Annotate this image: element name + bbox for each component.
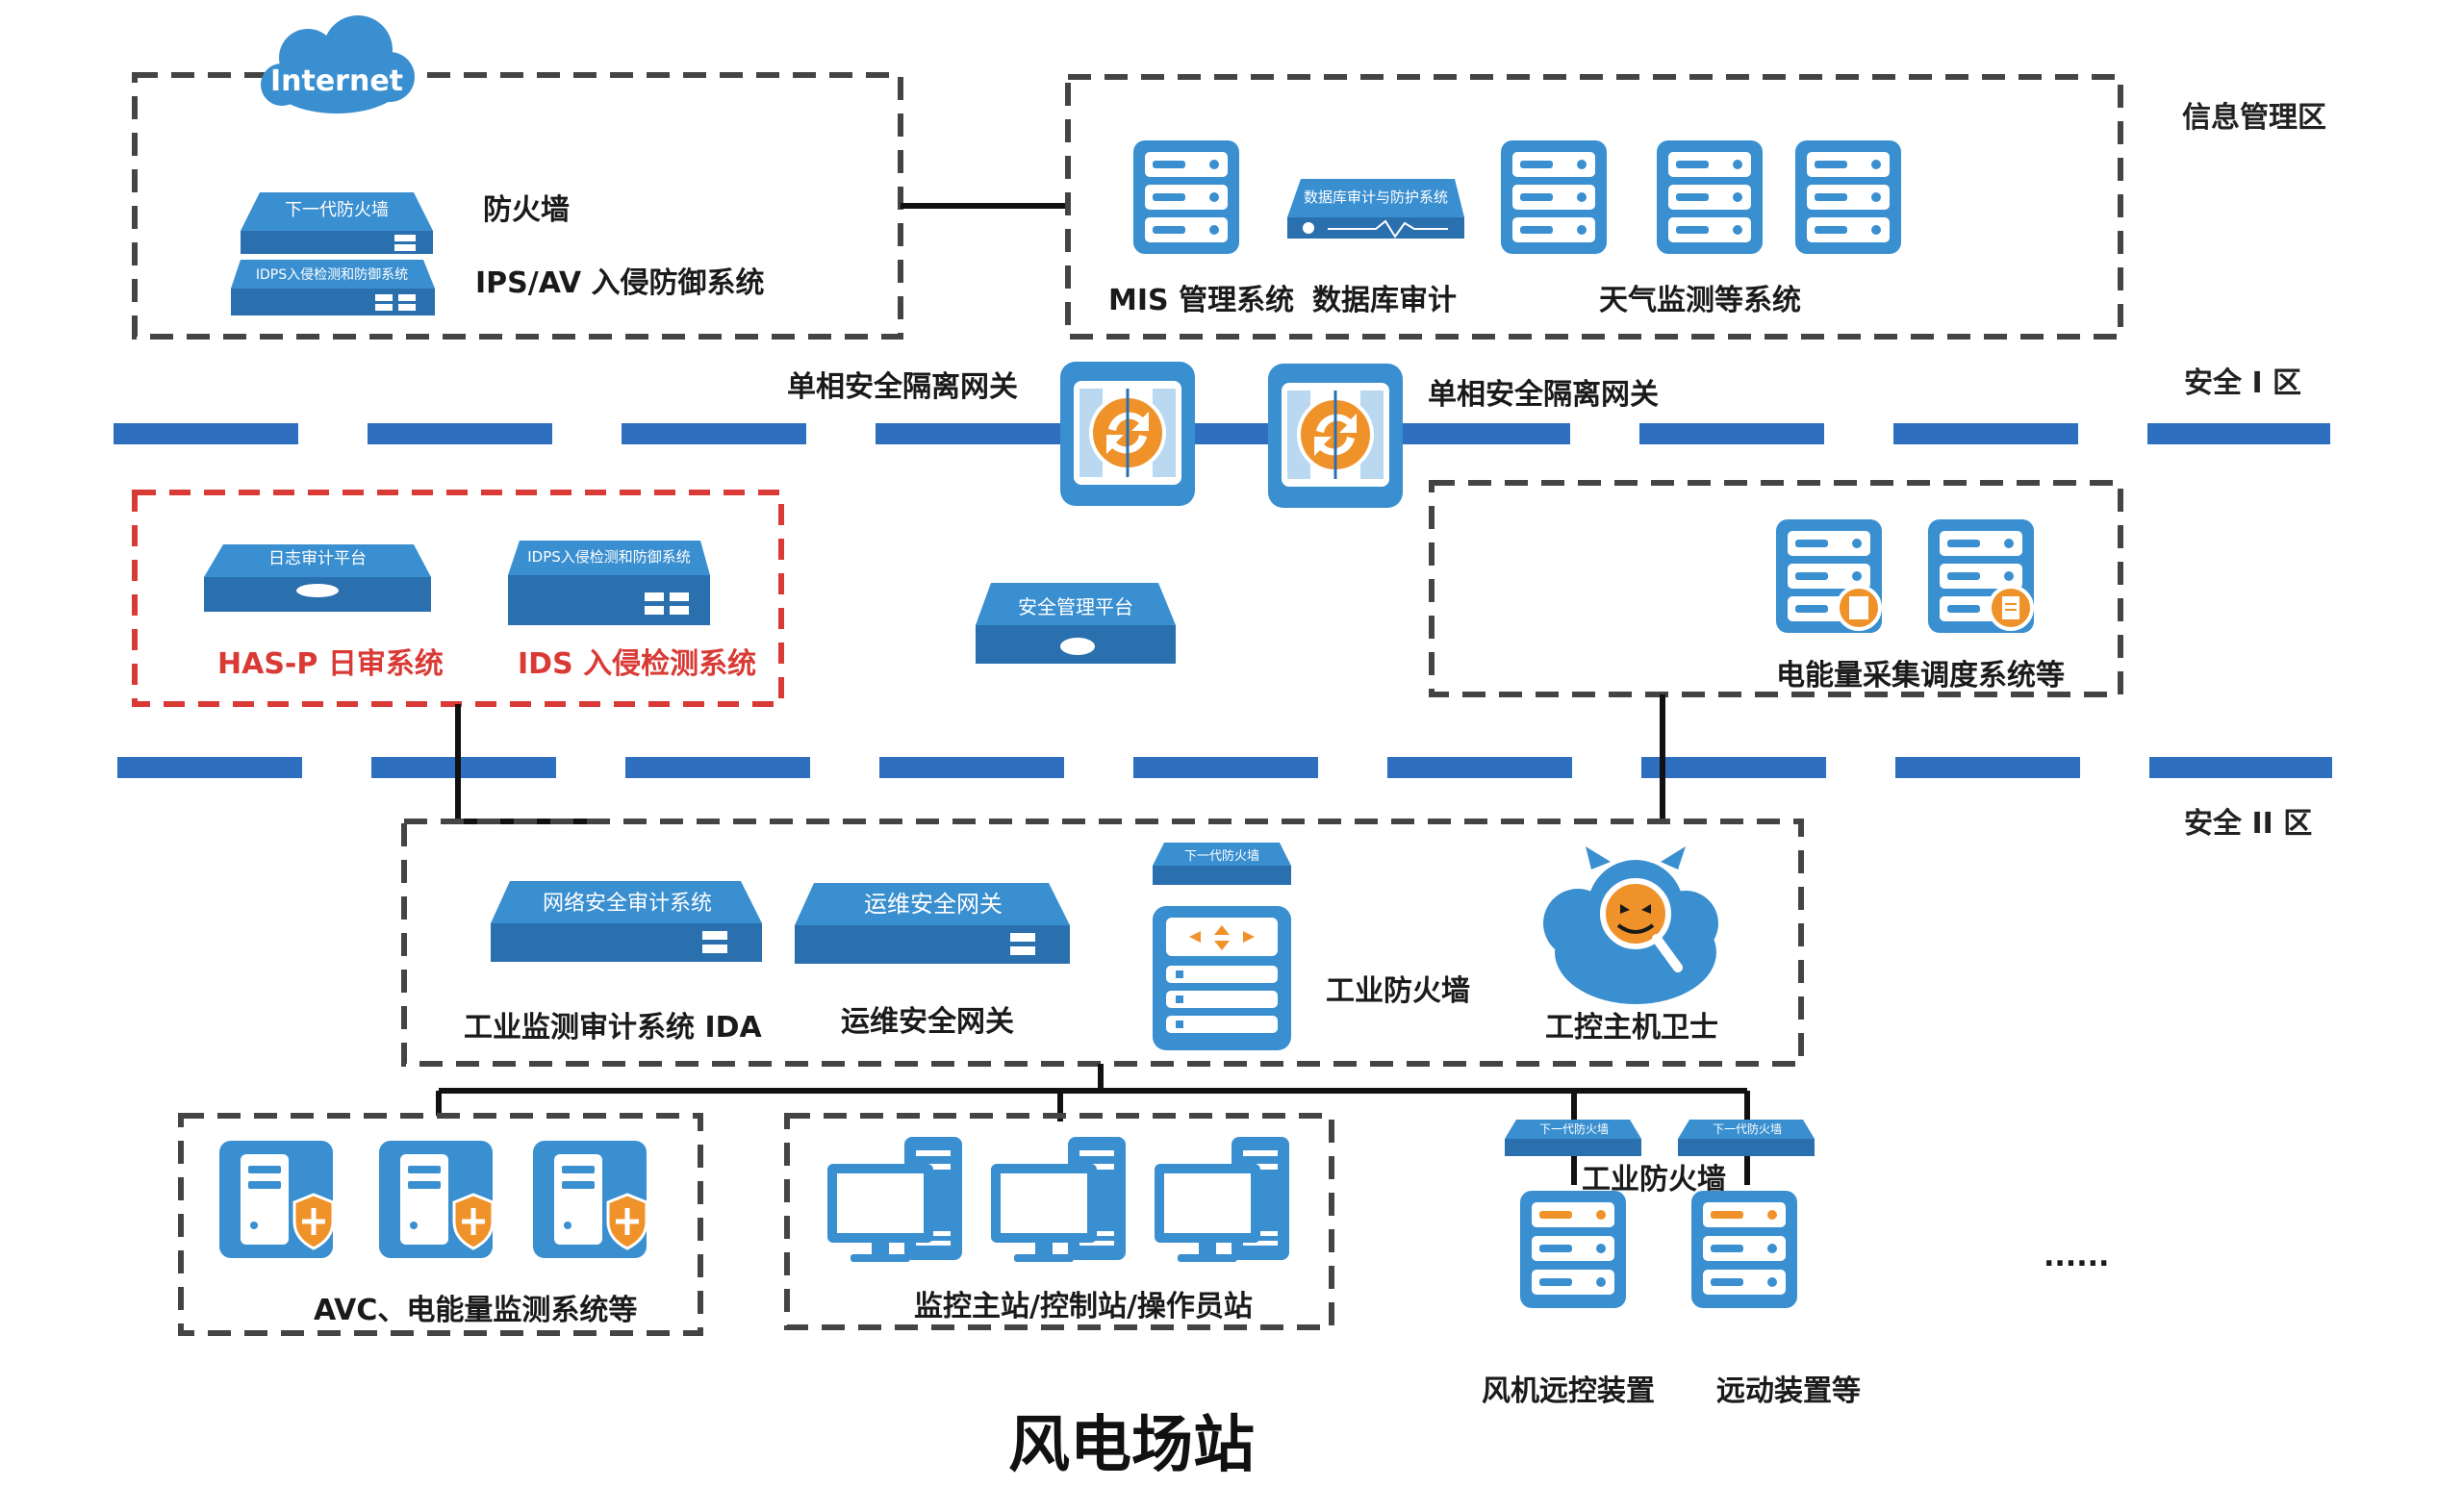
box-monitor-stations xyxy=(784,1113,1334,1330)
gateway-right-label: 单相安全隔离网关 xyxy=(1428,378,1659,412)
internet-label: Internet xyxy=(270,64,403,98)
turbine-label: 风机远控装置 xyxy=(1482,1374,1655,1408)
diagram-title: 风电场站 xyxy=(1008,1410,1255,1481)
box-info-systems xyxy=(1065,74,2123,340)
telecontrol-label: 远动装置等 xyxy=(1716,1374,1861,1408)
mis-label: MIS 管理系统 xyxy=(1108,284,1294,317)
ips-label: IPS/AV 入侵防御系统 xyxy=(475,266,765,300)
gateway-left-label: 单相安全隔离网关 xyxy=(787,370,1018,404)
energy-server-icon-2 xyxy=(1928,519,2034,633)
turbine-server-icon xyxy=(1520,1191,1626,1308)
net-audit-device-text: 网络安全审计系统 xyxy=(543,892,712,916)
db-audit-device-text: 数据库审计与防护系统 xyxy=(1304,189,1448,206)
host-guard-icon xyxy=(1543,846,1718,1004)
ops-gateway-label: 运维安全网关 xyxy=(841,1005,1014,1039)
zone-label-info-mgmt: 信息管理区 xyxy=(2182,101,2326,135)
workstation-icon-3 xyxy=(1155,1137,1289,1262)
zone-line-2 xyxy=(117,757,2332,778)
bottom-bus-links xyxy=(436,1064,1750,1121)
energy-server-icon-1 xyxy=(1776,519,1882,633)
ids-device-icon: IDPS入侵检测和防御系统 xyxy=(508,541,710,625)
energy-label: 电能量采集调度系统等 xyxy=(1776,659,2065,693)
weather-server-icon-1 xyxy=(1501,140,1607,254)
firewall-label: 防火墙 xyxy=(483,193,570,227)
small-firewall-text-1: 下一代防火墙 xyxy=(1539,1121,1609,1136)
ops-gateway-device-text: 运维安全网关 xyxy=(864,891,1003,918)
weather-server-icon-3 xyxy=(1795,140,1901,254)
box-energy-collection xyxy=(1429,480,2123,697)
db-audit-label: 数据库审计 xyxy=(1312,284,1457,317)
ips-device-icon: IDPS入侵检测和防御系统 xyxy=(231,260,435,315)
security-platform-icon: 安全管理平台 xyxy=(976,583,1176,664)
weather-server-icon-2 xyxy=(1657,140,1763,254)
zone-line-1 xyxy=(114,423,2330,444)
host-guard-label: 工控主机卫士 xyxy=(1545,1011,1718,1045)
workstation-icon-1 xyxy=(827,1137,962,1262)
zone-label-safety-1: 安全 I 区 xyxy=(2184,366,2301,400)
gateway-right-icon xyxy=(1266,362,1405,510)
small-firewall-text-2: 下一代防火墙 xyxy=(1713,1121,1782,1136)
nextgen-fw-device-text: 下一代防火墙 xyxy=(1184,848,1259,864)
gateway-left-icon xyxy=(1058,360,1197,508)
nextgen-fw-device-icon: 下一代防火墙 xyxy=(1153,843,1291,885)
ida-label: 工业监测审计系统 IDA xyxy=(464,1011,763,1045)
industrial-firewall-label: 工业防火墙 xyxy=(1326,974,1470,1008)
avc-server-icon-2 xyxy=(379,1141,493,1258)
firewall-device-text: 下一代防火墙 xyxy=(285,200,389,220)
industrial-firewall-icon xyxy=(1153,906,1291,1050)
ids-device-text: IDPS入侵检测和防御系统 xyxy=(527,548,691,566)
security-platform-text: 安全管理平台 xyxy=(1018,595,1133,618)
ops-gateway-device-icon: 运维安全网关 xyxy=(795,883,1070,964)
telecontrol-server-icon xyxy=(1691,1191,1797,1308)
mis-server-icon xyxy=(1133,140,1239,254)
ids-label: IDS 入侵检测系统 xyxy=(518,647,756,681)
hasp-label: HAS-P 日审系统 xyxy=(217,647,444,681)
avc-server-icon-3 xyxy=(533,1141,647,1258)
avc-label: AVC、电能量监测系统等 xyxy=(314,1294,637,1327)
net-audit-device-icon: 网络安全审计系统 xyxy=(491,881,762,962)
small-firewall-icon-2: 下一代防火墙 xyxy=(1678,1120,1815,1156)
internet-cloud-icon: Internet xyxy=(261,15,415,113)
box-avc xyxy=(178,1113,703,1336)
monitor-label: 监控主站/控制站/操作员站 xyxy=(914,1290,1253,1323)
small-firewall-icon-1: 下一代防火墙 xyxy=(1505,1120,1641,1156)
ips-device-text: IDPS入侵检测和防御系统 xyxy=(256,266,408,283)
zone-label-safety-2: 安全 II 区 xyxy=(2184,807,2312,841)
ellipsis-label: ...... xyxy=(2044,1240,2109,1273)
avc-server-icon-1 xyxy=(219,1141,333,1258)
workstation-icon-2 xyxy=(991,1137,1126,1262)
db-audit-device-icon: 数据库审计与防护系统 xyxy=(1287,179,1464,239)
log-audit-device-icon: 日志审计平台 xyxy=(204,544,431,612)
weather-label: 天气监测等系统 xyxy=(1599,284,1801,317)
log-audit-device-text: 日志审计平台 xyxy=(268,549,367,568)
box-zone2-security xyxy=(401,819,1804,1067)
firewall-device-icon: 下一代防火墙 xyxy=(241,192,433,254)
